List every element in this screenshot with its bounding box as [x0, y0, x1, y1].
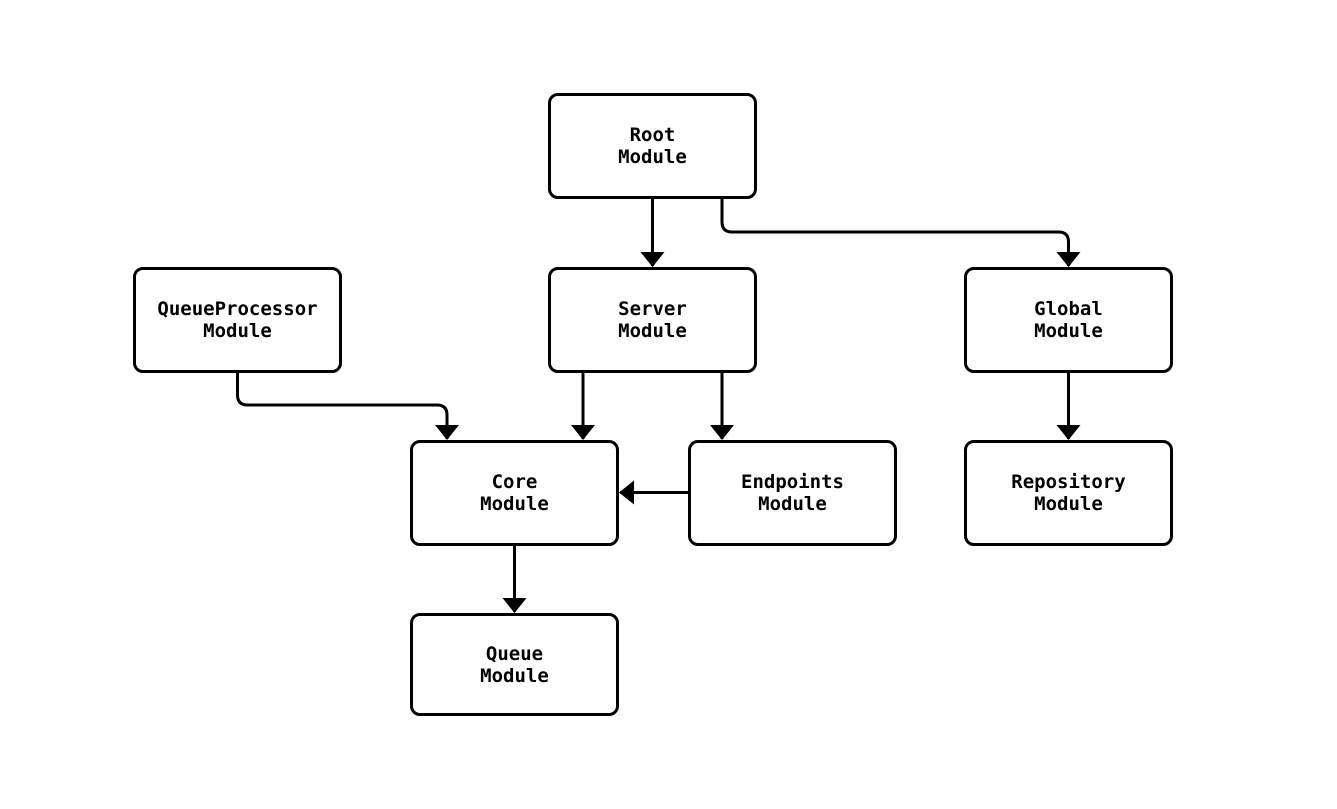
node-endpoints-module-label: Endpoints Module: [741, 471, 844, 515]
node-server-module: Server Module: [548, 267, 757, 373]
node-core-module-label: Core Module: [480, 471, 549, 515]
node-root-module: Root Module: [548, 93, 757, 199]
node-repository-module-label: Repository Module: [1011, 471, 1126, 515]
edge-root-to-global: [720, 199, 1081, 267]
node-queueprocessor-module: QueueProcessor Module: [133, 267, 342, 373]
node-queue-module-label: Queue Module: [480, 642, 549, 687]
node-queue-module: Queue Module: [410, 613, 619, 716]
node-queueprocessor-module-label: QueueProcessor Module: [157, 298, 318, 342]
edge-queueprocessor-to-core: [236, 373, 459, 440]
node-core-module: Core Module: [410, 440, 619, 546]
node-repository-module: Repository Module: [964, 440, 1173, 546]
node-root-module-label: Root Module: [618, 124, 687, 168]
node-global-module: Global Module: [964, 267, 1173, 373]
node-endpoints-module: Endpoints Module: [688, 440, 897, 546]
node-global-module-label: Global Module: [1034, 298, 1103, 342]
node-server-module-label: Server Module: [618, 298, 687, 342]
